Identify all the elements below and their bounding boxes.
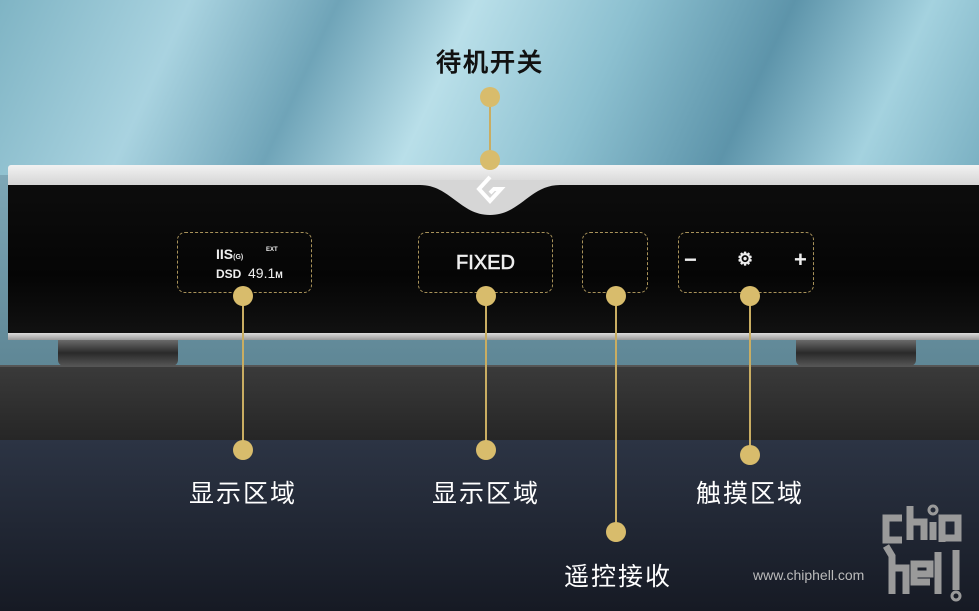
format-label: DSD — [216, 267, 242, 281]
display-area-left: IIS(G) EXT DSD 49.1M — [177, 232, 312, 293]
device-foot-right — [796, 340, 916, 366]
display-format-text: DSD 49.1M — [216, 265, 283, 281]
callout-line-remote — [615, 296, 617, 532]
callout-line-display-center — [485, 296, 487, 450]
label-display-center: 显示区域 — [431, 479, 541, 508]
watermark-url: www.chiphell.com — [753, 567, 865, 583]
callout-line-touch — [749, 296, 751, 455]
volume-mode-text: FIXED — [456, 252, 516, 275]
callout-dot — [480, 150, 500, 170]
callout-dot — [476, 440, 496, 460]
label-standby: 待机开关 — [435, 48, 545, 77]
remote-receiver-area — [582, 232, 648, 293]
callout-dot — [480, 87, 500, 107]
label-touch: 触摸区域 — [695, 479, 805, 508]
rate-value: 49.1 — [248, 265, 276, 281]
display-area-center: FIXED — [418, 232, 553, 293]
volume-down-button[interactable]: − — [684, 247, 697, 272]
input-label: IIS — [216, 246, 234, 262]
device-notch — [420, 180, 560, 215]
callout-dot — [233, 286, 253, 306]
callout-dot — [740, 286, 760, 306]
device-foot-left — [58, 340, 178, 366]
callout-dot — [476, 286, 496, 306]
device-bottom-edge — [8, 333, 979, 340]
volume-up-button[interactable]: + — [794, 247, 807, 272]
chiphell-logo-icon — [882, 504, 962, 602]
label-display-left: 显示区域 — [188, 479, 298, 508]
callout-dot — [606, 522, 626, 542]
settings-gear-icon[interactable]: ⚙ — [737, 249, 754, 269]
label-remote: 遥控接收 — [563, 562, 673, 591]
shelf — [0, 365, 979, 440]
touch-area: − ⚙ + — [678, 232, 814, 293]
background-floor — [0, 440, 979, 611]
rate-unit: M — [275, 270, 283, 280]
standby-logo-icon[interactable] — [474, 174, 506, 208]
ext-indicator: EXT — [266, 247, 278, 253]
input-sub: (G) — [233, 254, 244, 261]
callout-line-display-left — [242, 296, 244, 450]
callout-line-standby — [489, 97, 491, 160]
callout-dot — [740, 445, 760, 465]
display-input-text: IIS(G) — [216, 246, 243, 262]
callout-dot — [606, 286, 626, 306]
callout-dot — [233, 440, 253, 460]
